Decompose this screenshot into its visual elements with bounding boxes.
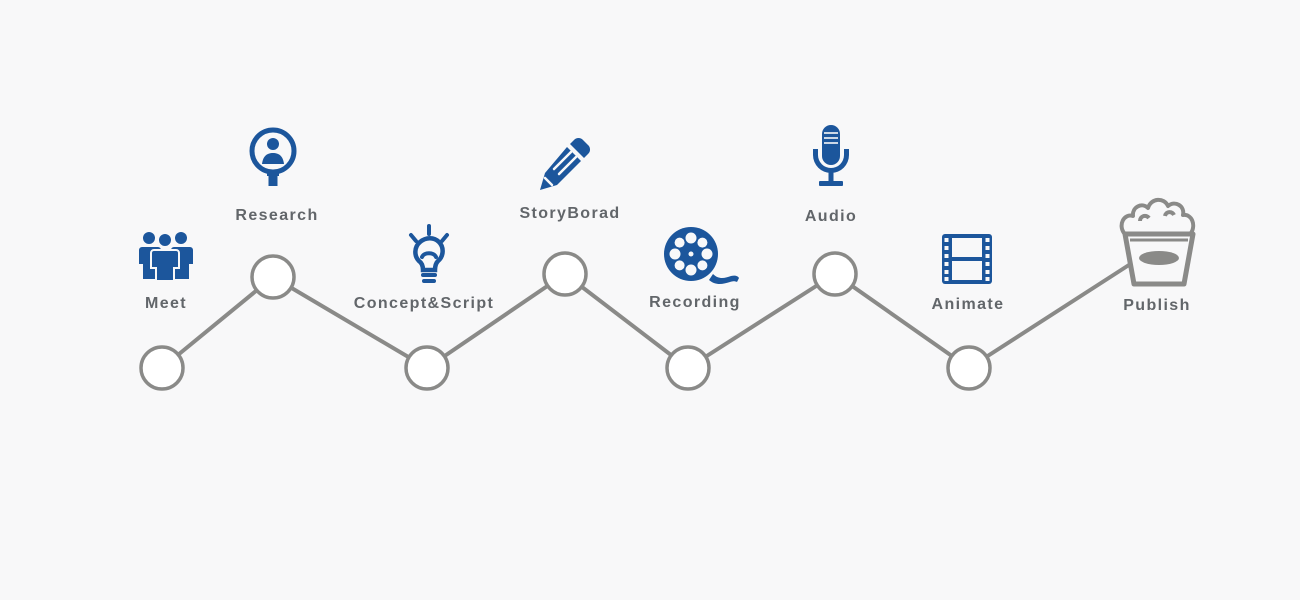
magnifier-person-icon: [249, 127, 297, 186]
step-label-concept-script: Concept&Script: [353, 295, 495, 312]
step-label-meet: Meet: [144, 295, 188, 312]
timeline-node-meet: [139, 345, 185, 391]
step-label-publish: Publish: [1123, 297, 1191, 314]
step-label-storyboard: StoryBorad: [519, 205, 621, 222]
step-label-recording: Recording: [649, 294, 741, 311]
step-label-audio: Audio: [804, 208, 858, 225]
step-label-research: Research: [235, 207, 319, 224]
timeline-node-audio: [812, 251, 858, 297]
timeline-node-storyboard: [542, 251, 588, 297]
timeline-node-animate: [946, 345, 992, 391]
film-strip-icon: [942, 234, 992, 284]
film-reel-icon: [664, 227, 739, 284]
lightbulb-icon: [409, 224, 449, 283]
timeline-zigzag-line: [160, 261, 1134, 370]
timeline-node-concept: [404, 345, 450, 391]
step-label-animate: Animate: [931, 296, 1005, 313]
popcorn-icon: [1119, 197, 1196, 287]
microphone-icon: [813, 125, 849, 186]
people-group-icon: [139, 232, 193, 281]
timeline-node-recording: [665, 345, 711, 391]
timeline-node-research: [250, 254, 296, 300]
pencil-icon: [540, 137, 591, 190]
